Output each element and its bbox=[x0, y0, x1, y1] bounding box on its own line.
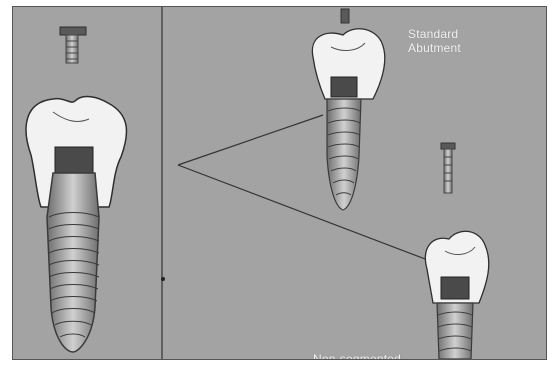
standard-abutment-label: Standard Abutment bbox=[408, 27, 461, 55]
standard-implant-icon bbox=[327, 99, 361, 210]
standard-label-line2: Abutment bbox=[408, 41, 461, 55]
illustration-panel: Standard Abutment Non-segmented abutment bbox=[12, 6, 547, 360]
abutment-collar bbox=[55, 147, 93, 173]
marker-dot bbox=[161, 277, 165, 281]
panel-divider bbox=[161, 7, 163, 359]
standard-abutment-assembly bbox=[312, 9, 384, 210]
nonsegmented-abutment-label: Non-segmented abutment bbox=[313, 352, 401, 360]
nonseg-implant-icon bbox=[437, 303, 473, 359]
nonseg-label-line1: Non-segmented bbox=[313, 352, 401, 360]
standard-label-line1: Standard bbox=[408, 27, 461, 41]
abutment-screw-icon bbox=[60, 27, 86, 63]
nonsegmented-abutment-assembly bbox=[425, 143, 488, 359]
connector-lines bbox=[178, 115, 433, 262]
large-implant-assembly bbox=[26, 27, 126, 352]
implant-illustration bbox=[13, 7, 546, 359]
